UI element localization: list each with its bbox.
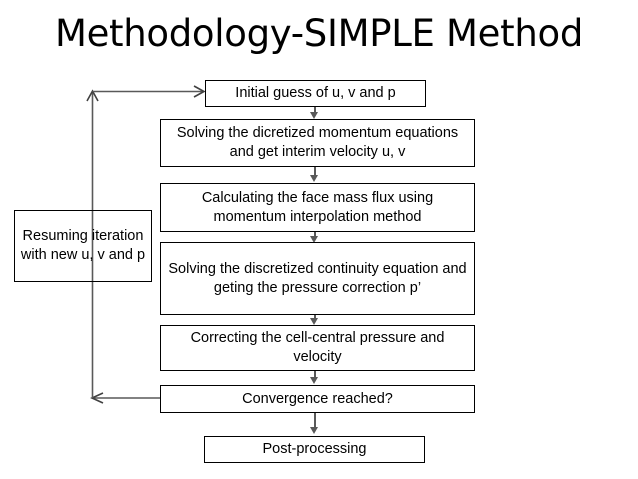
node-initial-guess-label: Initial guess of u, v and p [235,85,396,101]
connector-massflux-to-continuity [314,232,316,238]
node-momentum-label: Solving the dicretized momentum equation… [176,125,459,160]
node-resume-loop[interactable]: Resuming iteration with new u, v and p [14,210,152,282]
node-post-processing[interactable]: Post-processing [204,436,425,463]
arrowhead-continuity-to-correction [310,318,318,325]
arrowhead-correction-to-convergence [310,377,318,384]
page-title: Methodology-SIMPLE Method [54,12,584,55]
node-correction-label: Correcting the cell-central pressure and… [190,330,445,365]
arrowhead-convergence-to-postprocessing [310,427,318,434]
node-resume-loop-label: Resuming iteration with new u, v and p [20,228,146,263]
node-mass-flux-label: Calculating the face mass flux using mom… [201,189,434,225]
node-continuity-label: Solving the discretized continuity equat… [168,260,467,296]
node-initial-guess[interactable]: Initial guess of u, v and p [205,80,426,107]
node-convergence-label: Convergence reached? [242,390,393,407]
connector-convergence-to-postprocessing [314,413,316,430]
node-continuity[interactable]: Solving the discretized continuity equat… [160,242,475,315]
connector-momentum-to-massflux [314,167,316,177]
node-momentum[interactable]: Solving the dicretized momentum equation… [160,119,475,167]
arrowhead-massflux-to-continuity [310,236,318,243]
connector-initial-to-momentum [314,106,316,114]
node-convergence[interactable]: Convergence reached? [160,385,475,413]
connector-correction-to-convergence [314,371,316,379]
node-correction[interactable]: Correcting the cell-central pressure and… [160,325,475,371]
connector-continuity-to-correction [314,315,316,320]
node-post-processing-label: Post-processing [262,441,367,457]
node-mass-flux[interactable]: Calculating the face mass flux using mom… [160,183,475,232]
arrowhead-momentum-to-massflux [310,175,318,182]
arrowhead-initial-to-momentum [310,112,318,119]
